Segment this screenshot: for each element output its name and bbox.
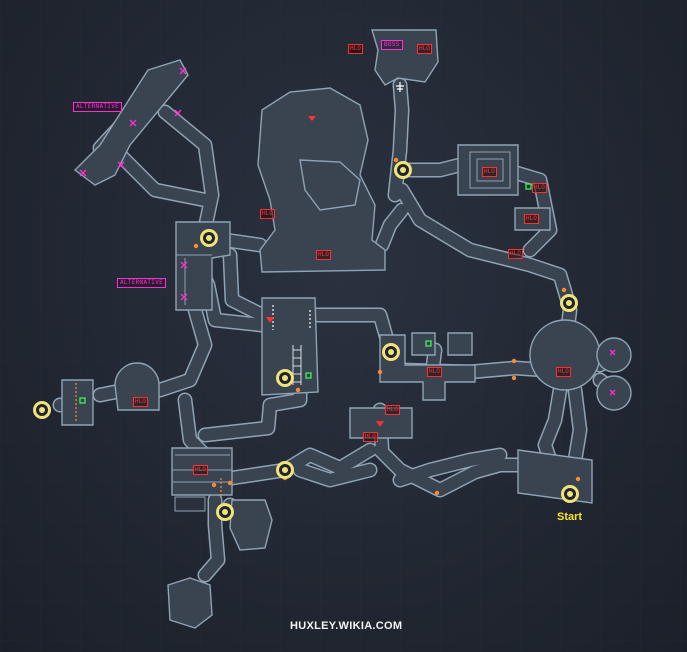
orange-gates bbox=[75, 383, 222, 498]
hlo-marker: HLO bbox=[193, 465, 208, 475]
waypoints bbox=[33, 161, 579, 521]
waypoint-icon bbox=[33, 401, 51, 419]
left-junction-room bbox=[175, 221, 231, 311]
hlo-marker: HLO bbox=[363, 432, 378, 442]
red-arrow-icon bbox=[376, 421, 384, 427]
orange-dot-icon bbox=[377, 369, 383, 375]
magenta-x-icon bbox=[179, 67, 187, 75]
hlo-marker: HLO bbox=[133, 397, 148, 407]
green-square-icon bbox=[79, 397, 86, 404]
boss-exit-icon bbox=[396, 82, 404, 92]
bottom-rock-room bbox=[229, 499, 273, 551]
green-square-icon bbox=[425, 340, 432, 347]
magenta-x-icon bbox=[129, 119, 137, 127]
green-square-icon bbox=[525, 183, 532, 190]
watermark: HUXLEY.WIKIA.COM bbox=[290, 620, 403, 632]
hlo-marker: HLO bbox=[524, 214, 539, 224]
magenta-x-icon bbox=[180, 261, 188, 269]
hlo-marker: HLO bbox=[532, 183, 547, 193]
hlo-marker: HLO bbox=[316, 250, 331, 260]
waypoint-icon bbox=[276, 461, 294, 479]
hlo-marker: HLO bbox=[348, 44, 363, 54]
waypoint-icon bbox=[382, 343, 400, 361]
magenta-markers bbox=[79, 67, 616, 396]
magenta-x-icon bbox=[79, 169, 87, 177]
waypoint-icon bbox=[216, 503, 234, 521]
red-arrow-icon bbox=[308, 116, 316, 121]
waypoint-icon bbox=[561, 485, 579, 503]
magenta-x-icon bbox=[174, 109, 182, 117]
bottom-cave bbox=[167, 577, 213, 629]
boss-room bbox=[371, 29, 439, 86]
waypoint-icon bbox=[560, 294, 578, 312]
far-left-room bbox=[61, 379, 94, 426]
red-arrows bbox=[266, 116, 384, 427]
red-arrow-icon bbox=[266, 317, 274, 323]
start-label: Start bbox=[557, 511, 583, 523]
hlo-marker: HLO bbox=[260, 209, 275, 219]
orange-dot-icon bbox=[211, 482, 217, 488]
upper-right-bulge bbox=[299, 159, 361, 211]
waypoint-icon bbox=[200, 229, 218, 247]
magenta-x-icon bbox=[609, 349, 616, 356]
magenta-x-icon bbox=[609, 389, 616, 396]
orange-dot-icon bbox=[511, 375, 517, 381]
magenta-x-icon bbox=[117, 161, 125, 169]
orange-dot-icon bbox=[393, 157, 399, 163]
boss-label: BOSS bbox=[381, 40, 403, 50]
alternative-label-upper: ALTERNATIVE bbox=[73, 102, 123, 112]
hlo-marker: HLO bbox=[556, 367, 571, 377]
orange-dot-icon bbox=[434, 490, 440, 496]
ladder-room bbox=[261, 297, 319, 396]
green-square-icon bbox=[305, 372, 312, 379]
orange-dots bbox=[193, 157, 581, 496]
hlo-marker: HLO bbox=[427, 367, 442, 377]
hlo-marker: HLO bbox=[482, 167, 497, 177]
mid-rooms-top bbox=[411, 332, 473, 356]
orange-dot-icon bbox=[575, 476, 581, 482]
hlo-marker: HLO bbox=[508, 249, 523, 259]
waypoint-icon bbox=[394, 161, 412, 179]
round-hub bbox=[529, 319, 601, 391]
alternative-route-upper bbox=[73, 59, 189, 186]
orange-dot-icon bbox=[295, 387, 301, 393]
hlo-marker: HLO bbox=[417, 44, 432, 54]
magenta-x-icon bbox=[180, 293, 188, 301]
hlo-marker: HLO bbox=[385, 405, 400, 415]
side-pod-top bbox=[596, 337, 632, 373]
orange-dot-icon bbox=[193, 243, 199, 249]
orange-dot-icon bbox=[227, 480, 233, 486]
left-pod-room bbox=[114, 362, 160, 411]
waypoint-icon bbox=[276, 369, 294, 387]
alternative-label-lower: ALTERNATIVE bbox=[117, 278, 167, 288]
side-pod-bottom bbox=[596, 375, 632, 411]
orange-dot-icon bbox=[511, 358, 517, 364]
orange-dot-icon bbox=[561, 287, 567, 293]
start-room bbox=[517, 449, 593, 504]
green-markers bbox=[79, 183, 532, 404]
